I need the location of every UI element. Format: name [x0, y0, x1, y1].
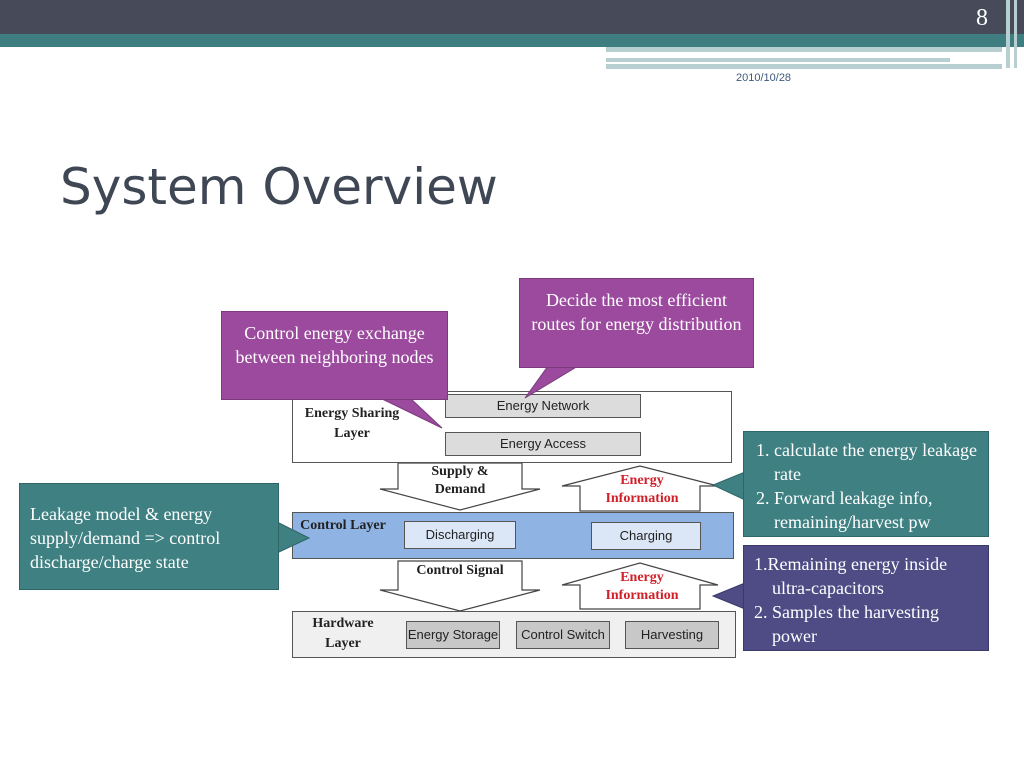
hardware-layer-label: Hardware Layer [312, 616, 374, 651]
supply-demand-label: Supply & Demand [431, 464, 489, 497]
callout-pointer [276, 521, 311, 554]
energy-network-box: Energy Network [445, 394, 641, 418]
list-item: 1.Remaining energy inside ultra-capacito… [754, 554, 948, 598]
energy-info-top-arrow [561, 465, 719, 512]
energy-info-bottom-arrow [561, 562, 719, 610]
supply-demand-arrow [379, 462, 541, 511]
callout-control-energy-exchange: Control energy exchange between neighbor… [221, 311, 448, 400]
slide-date: 2010/10/28 [736, 72, 792, 84]
energy-access-box: Energy Access [445, 432, 641, 456]
slide-number: 8 [976, 5, 988, 31]
harvesting-box: Harvesting [625, 621, 719, 649]
header-decoration-line [606, 47, 1002, 52]
callout-decide-routes: Decide the most efficient routes for ene… [519, 278, 754, 368]
callout-pointer [379, 397, 443, 429]
callout-energy-info-top: 1. calculate the energy leakage rate 2. … [743, 431, 989, 537]
header-decoration-line [1014, 0, 1017, 68]
energy-info-top-list: 1. calculate the energy leakage rate 2. … [756, 438, 980, 534]
header-decoration-line [606, 58, 950, 62]
energy-sharing-layer-label: Energy Sharing Layer [304, 406, 400, 441]
control-layer-label: Control Layer [300, 518, 386, 533]
header-bar [0, 0, 1024, 34]
header-accent-bar [0, 34, 1024, 47]
control-signal-label: Control Signal [416, 563, 504, 578]
energy-information-top-label: Energy Information [605, 473, 679, 506]
callout-pointer [524, 365, 580, 399]
charging-box: Charging [591, 522, 701, 550]
energy-information-bottom-label: Energy Information [605, 570, 679, 603]
list-item: 2. Samples the harvesting power [754, 602, 939, 646]
header-decoration-line [606, 64, 1002, 69]
control-signal-arrow [379, 560, 541, 612]
hardware-layer [292, 611, 736, 658]
callout-energy-info-bottom: 1.Remaining energy inside ultra-capacito… [743, 545, 989, 651]
energy-info-bottom-list: 1.Remaining energy inside ultra-capacito… [754, 552, 980, 648]
callout-leakage-model: Leakage model & energy supply/demand => … [19, 483, 279, 590]
energy-storage-box: Energy Storage [406, 621, 500, 649]
callout-pointer [711, 471, 746, 501]
page-title: System Overview [60, 158, 498, 216]
header-decoration-line [1006, 0, 1010, 68]
control-switch-box: Control Switch [516, 621, 610, 649]
callout-pointer [711, 582, 746, 610]
list-item: 1. calculate the energy leakage rate [756, 440, 978, 484]
list-item: 2. Forward leakage info, remaining/harve… [756, 488, 933, 532]
discharging-box: Discharging [404, 521, 516, 549]
